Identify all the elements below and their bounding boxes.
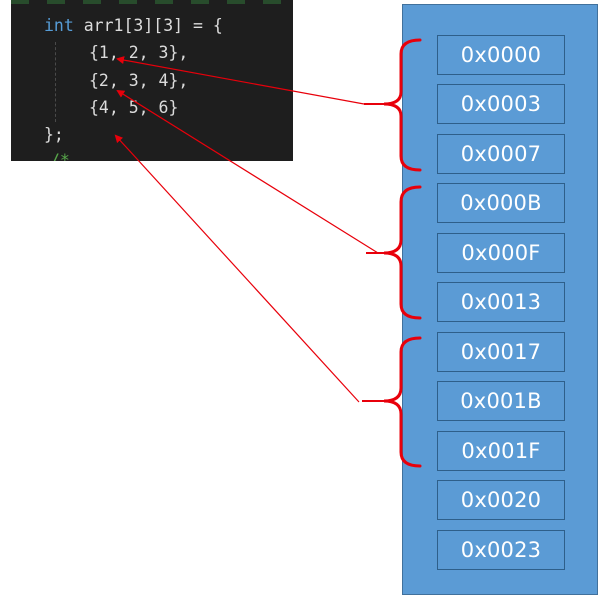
memory-column: 0x0000 0x0003 0x0007 0x000B 0x000F 0x001… <box>402 4 598 595</box>
memory-cell-5: 0x0013 <box>437 282 565 322</box>
code-keyword-int: int <box>44 16 74 35</box>
code-line-closing: }; <box>44 125 64 144</box>
memory-cell-2: 0x0007 <box>437 134 565 174</box>
code-snippet-panel: int arr1[3][3] = { {1, 2, 3}, {2, 3, 4},… <box>11 0 293 161</box>
code-line-row-1: {1, 2, 3}, <box>89 43 189 62</box>
memory-cell-4: 0x000F <box>437 233 565 273</box>
code-line-declaration: int arr1[3][3] = { <box>44 13 223 39</box>
memory-cell-8: 0x001F <box>437 431 565 471</box>
memory-cell-0: 0x0000 <box>437 35 565 75</box>
code-previous-line-fragment <box>11 0 293 4</box>
memory-cell-3: 0x000B <box>437 183 565 223</box>
memory-cell-10: 0x0023 <box>437 530 565 570</box>
memory-cell-6: 0x0017 <box>437 332 565 372</box>
code-line-row-3: {4, 5, 6} <box>89 98 179 117</box>
indent-guide <box>55 42 56 122</box>
code-declaration-rest: arr1[3][3] = { <box>73 16 223 35</box>
memory-cell-1: 0x0003 <box>437 84 565 124</box>
memory-cell-9: 0x0020 <box>437 480 565 520</box>
code-line-row-2: {2, 3, 4}, <box>89 71 189 90</box>
code-line-comment-start: /* <box>50 151 70 161</box>
arrow-row-3 <box>114 134 360 403</box>
memory-cell-7: 0x001B <box>437 381 565 421</box>
